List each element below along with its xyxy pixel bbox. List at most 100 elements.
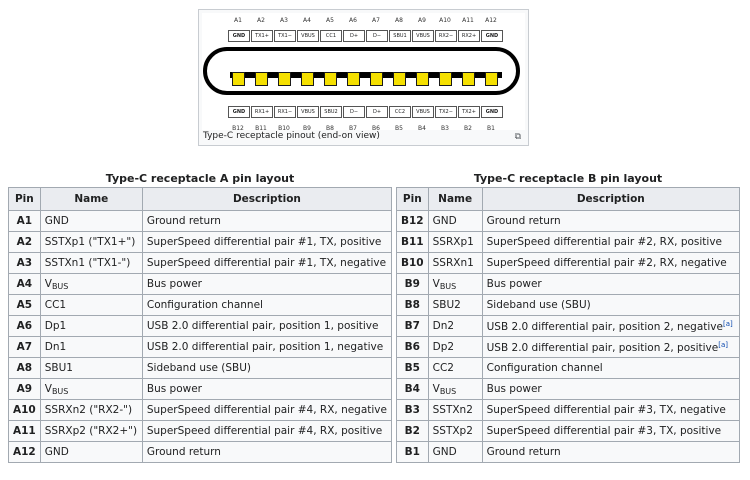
pin-cell: B5 (396, 357, 429, 379)
contact-pad (232, 72, 245, 86)
pin-cell: B1 (396, 441, 429, 463)
name-subscript: BUS (439, 386, 457, 396)
name-text: V (432, 277, 440, 290)
contact-pad (439, 72, 452, 86)
description-text: SuperSpeed differential pair #1, TX, pos… (146, 236, 382, 248)
description-cell: Sideband use (SBU) (481, 294, 741, 316)
pin-cell: A3 (8, 252, 41, 274)
bottom-pin-label-0: GND (228, 106, 250, 118)
description-text: Bus power (486, 278, 542, 290)
top-pin-label-8: VBUS (412, 30, 434, 42)
pin-cell: B7 (396, 315, 429, 337)
header-pin: Pin (396, 187, 429, 211)
name-text: Dp2 (432, 341, 455, 353)
bottom-pin-id-8: B4 (418, 125, 426, 132)
description-cell: Ground return (141, 441, 393, 463)
pin-cell: A7 (8, 336, 41, 358)
pin-cell: A11 (8, 420, 41, 442)
table-b-block: Type-C receptacle B pin layout Pin Name … (396, 170, 741, 463)
top-pin-id-10: A11 (462, 17, 474, 24)
pin-cell: A9 (8, 378, 41, 400)
name-cell: VBUS (39, 273, 143, 295)
header-description: Description (141, 187, 393, 211)
name-text: GND (432, 446, 457, 458)
pin-cell: A10 (8, 399, 41, 421)
contact-pad (370, 72, 383, 86)
contact-pad (462, 72, 475, 86)
bottom-pin-label-8: VBUS (412, 106, 434, 118)
pin-cell: A12 (8, 441, 41, 463)
description-text: Sideband use (SBU) (146, 362, 251, 374)
description-cell: Ground return (141, 210, 393, 232)
bottom-pin-id-2: B10 (278, 125, 290, 132)
top-pin-label-5: D+ (343, 30, 365, 42)
description-cell: SuperSpeed differential pair #2, RX, pos… (481, 231, 741, 253)
name-text: V (44, 277, 52, 290)
name-text: SSRXp1 (432, 236, 474, 248)
pin-cell: A6 (8, 315, 41, 337)
table-b-caption: Type-C receptacle B pin layout (473, 172, 663, 185)
top-pin-id-4: A5 (326, 17, 334, 24)
bottom-pin-label-11: GND (481, 106, 503, 118)
description-text: Bus power (486, 383, 542, 395)
name-subscript: BUS (439, 281, 457, 291)
description-text: SuperSpeed differential pair #2, RX, neg… (486, 257, 727, 269)
name-cell: SSTXp1 ("TX1+") (39, 231, 143, 253)
receptacle-outline (203, 47, 520, 95)
pin-cell: A8 (8, 357, 41, 379)
name-text: Dn2 (432, 320, 455, 332)
contact-pad (393, 72, 406, 86)
table-a-caption: Type-C receptacle A pin layout (105, 172, 295, 185)
name-cell: GND (427, 210, 483, 232)
bottom-pin-label-4: SBU2 (320, 106, 342, 118)
description-text: USB 2.0 differential pair, position 1, p… (146, 320, 379, 332)
description-cell: SuperSpeed differential pair #3, TX, pos… (481, 420, 741, 442)
contact-pad (324, 72, 337, 86)
footnote-link[interactable]: [a] (722, 319, 733, 328)
description-text: Ground return (486, 215, 561, 227)
header-description: Description (481, 187, 741, 211)
receptacle-tongue (230, 72, 502, 78)
description-text: Sideband use (SBU) (486, 299, 591, 311)
name-subscript: BUS (51, 281, 69, 291)
name-cell: SSRXp2 ("RX2+") (39, 420, 143, 442)
bottom-pin-label-7: CC2 (389, 106, 411, 118)
contact-pad (278, 72, 291, 86)
footnote-link[interactable]: [a] (718, 340, 728, 349)
top-pin-id-9: A10 (439, 17, 451, 24)
description-text: Configuration channel (146, 299, 263, 311)
pin-cell: B12 (396, 210, 429, 232)
description-text: USB 2.0 differential pair, position 2, p… (486, 341, 719, 354)
description-text: USB 2.0 differential pair, position 1, n… (146, 341, 384, 353)
description-cell: SuperSpeed differential pair #4, RX, pos… (141, 420, 393, 442)
table-a-block: Type-C receptacle A pin layout Pin Name … (8, 170, 393, 463)
figure-caption: Type-C receptacle pinout (end-on view) (203, 131, 380, 141)
bottom-pin-label-6: D+ (366, 106, 388, 118)
bottom-pin-id-1: B11 (255, 125, 267, 132)
contact-pad (301, 72, 314, 86)
name-text: SSTXp1 ("TX1+") (44, 236, 136, 248)
description-cell: Ground return (481, 210, 741, 232)
magnify-icon[interactable]: ⧉ (514, 132, 521, 142)
pin-cell: B6 (396, 336, 429, 358)
top-pin-label-2: TX1− (274, 30, 296, 42)
name-cell: GND (39, 210, 143, 232)
contact-pad (347, 72, 360, 86)
name-text: SSTXp2 (432, 425, 473, 437)
description-cell: USB 2.0 differential pair, position 2, p… (481, 336, 741, 358)
bottom-pin-id-9: B3 (441, 125, 449, 132)
top-pin-label-9: RX2− (435, 30, 457, 42)
description-cell: USB 2.0 differential pair, position 1, p… (141, 315, 393, 337)
